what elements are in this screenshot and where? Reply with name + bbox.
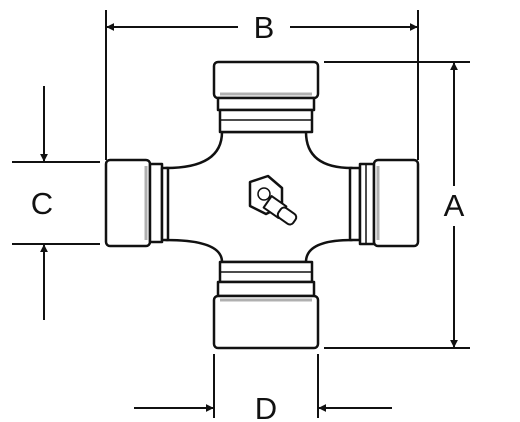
u-joint-cross	[104, 60, 420, 350]
right-bearing-cap	[348, 158, 420, 248]
dimension-b	[105, 10, 419, 160]
top-bearing-cap	[212, 60, 320, 134]
dimension-a-label: A	[444, 188, 465, 223]
bearing-shading	[144, 92, 380, 302]
dimension-b-label: B	[254, 10, 275, 45]
dimension-c-label: C	[31, 186, 53, 221]
bottom-bearing-cap	[212, 260, 320, 350]
grease-fitting	[248, 174, 298, 226]
dimension-d-label: D	[255, 391, 277, 422]
dimension-d	[134, 354, 392, 418]
left-bearing-cap	[104, 158, 170, 248]
dimension-a	[324, 61, 470, 349]
dimension-c	[12, 86, 100, 320]
